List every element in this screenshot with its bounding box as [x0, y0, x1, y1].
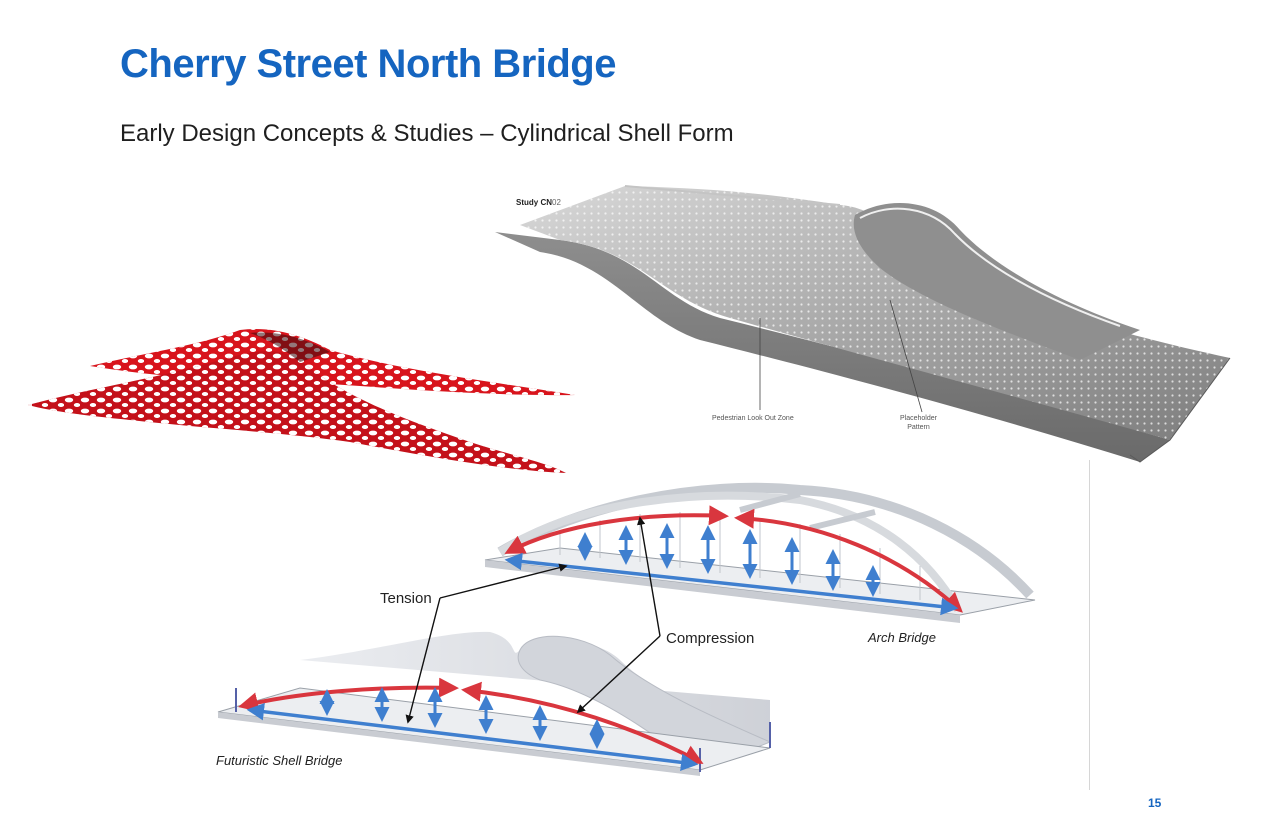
vertical-divider — [1089, 460, 1090, 790]
slide-title: Cherry Street North Bridge — [120, 42, 616, 86]
shell-bridge-diagram — [217, 631, 772, 776]
callout-placeholder-pattern: Placeholder Pattern — [900, 414, 937, 432]
tension-label: Tension — [380, 590, 432, 607]
callout-pattern-line1: Placeholder — [900, 415, 937, 422]
shell-bridge-label: Futuristic Shell Bridge — [216, 753, 343, 768]
red-voronoi-model — [28, 328, 575, 473]
slide-subtitle: Early Design Concepts & Studies – Cylind… — [120, 120, 734, 147]
arch-bridge-diagram — [484, 482, 1036, 623]
page-number: 15 — [1148, 796, 1162, 810]
study-shell-model — [495, 185, 1231, 463]
callout-lookout-zone: Pedestrian Look Out Zone — [712, 415, 794, 422]
arch-bridge-label: Arch Bridge — [868, 630, 936, 645]
study-label: Study CN02 — [516, 198, 561, 207]
study-label-number: 02 — [552, 198, 561, 207]
callout-pattern-line2: Pattern — [907, 424, 930, 432]
study-label-name: Study CN — [516, 198, 552, 207]
compression-label: Compression — [666, 630, 755, 647]
callout-arrows — [405, 516, 661, 724]
